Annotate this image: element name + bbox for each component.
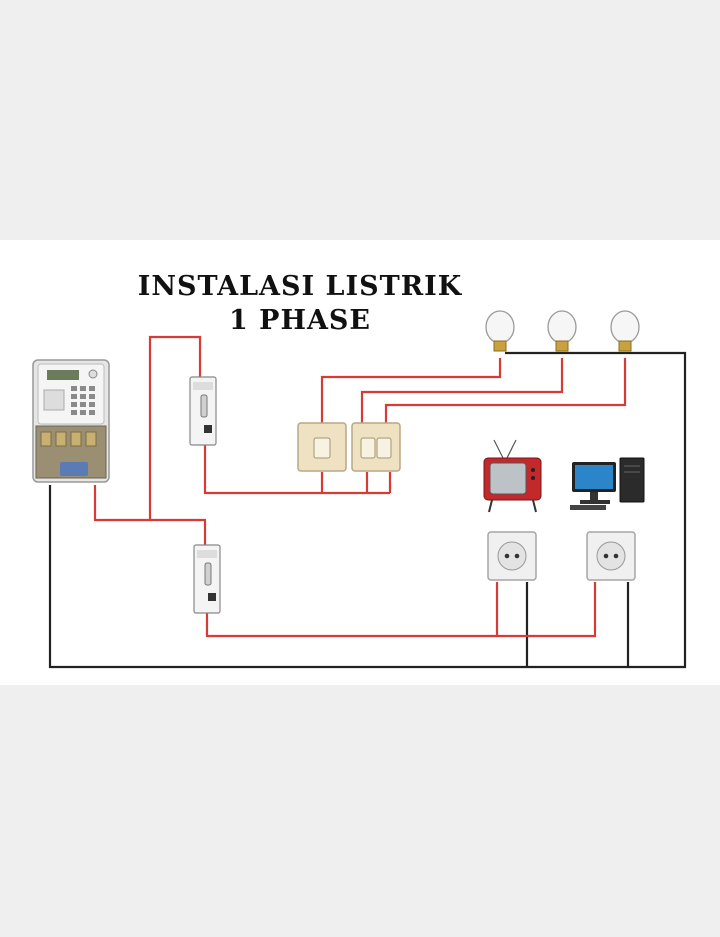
- meter-led: [88, 369, 98, 379]
- meter-display: [47, 370, 79, 380]
- socket-tv: [487, 531, 537, 581]
- lamp-3: [610, 310, 640, 352]
- socket-computer: [586, 531, 636, 581]
- meter-terminal-cover: [60, 462, 88, 476]
- single-switch: [297, 422, 347, 472]
- switch1-to-lamp1: [320, 358, 502, 425]
- phase-mcb2-out: [205, 582, 597, 638]
- double-switch: [351, 422, 401, 472]
- switch2-to-lamp3: [384, 358, 627, 425]
- switch2-to-lamp2: [360, 358, 564, 425]
- television: [483, 439, 542, 513]
- mcb-sockets: [193, 544, 221, 614]
- wiring-diagram: [32, 310, 687, 669]
- phase-to-mcb1: [148, 335, 202, 520]
- meter-keypad: [71, 386, 95, 415]
- computer: [570, 457, 645, 510]
- mcb-lighting: [189, 376, 217, 446]
- kwh-meter: [32, 359, 110, 483]
- title-line-1: INSTALASI LISTRIK: [137, 271, 463, 302]
- phase-wires: [93, 335, 627, 638]
- lamp-2: [547, 310, 577, 352]
- lamp-1: [485, 310, 515, 352]
- phase-mcb1-out: [203, 445, 390, 495]
- title-line-2: 1 PHASE: [228, 305, 372, 336]
- diagram-panel: INSTALASI LISTRIK 1 PHASE: [0, 240, 720, 685]
- diagram-title: INSTALASI LISTRIK 1 PHASE: [60, 270, 540, 338]
- neutral-main-wire: [48, 351, 687, 669]
- neutral-wires: [48, 351, 687, 669]
